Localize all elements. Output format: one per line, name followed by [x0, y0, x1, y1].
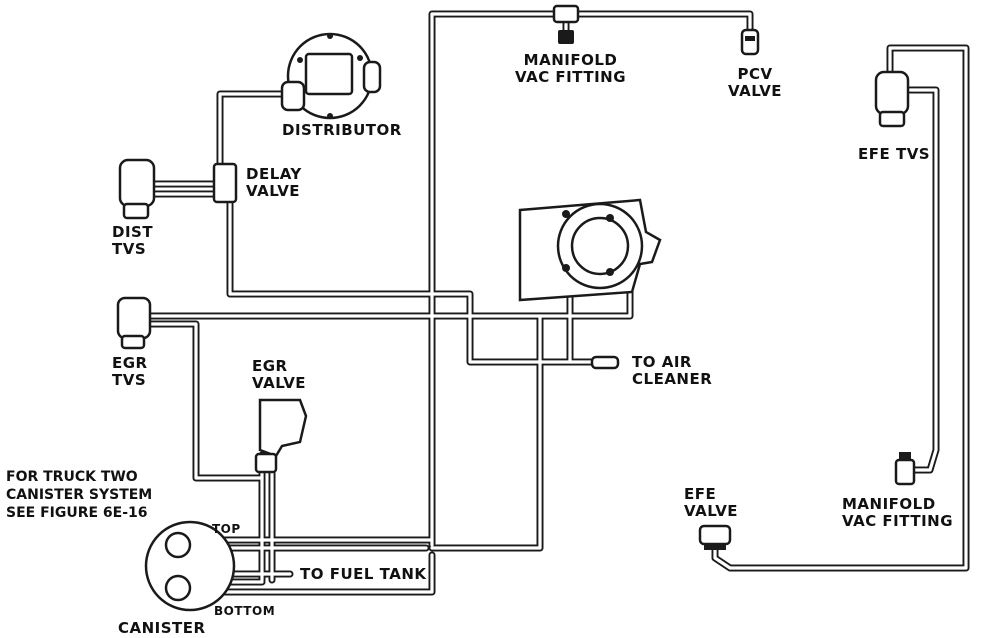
- canister-part: [144, 520, 236, 612]
- hose-main-vertical-inner: [430, 12, 752, 547]
- distributor-part: [280, 32, 382, 120]
- air-cleaner-nozzle: [590, 355, 620, 370]
- label-top: TOP: [212, 522, 241, 536]
- egr-valve-part: [254, 398, 308, 474]
- label-to-fuel-tank: TO FUEL TANK: [300, 565, 427, 583]
- manifold-vac-fitting-top-part: [552, 4, 580, 44]
- label-manifold-vac-fitting-top: MANIFOLD VAC FITTING: [515, 51, 627, 86]
- hose-carb-down: [428, 312, 544, 552]
- label-distributor: DISTRIBUTOR: [282, 121, 402, 139]
- delay-valve-part: [212, 162, 238, 204]
- dist-tvs-part: [118, 158, 156, 220]
- carburetor-part: [518, 198, 662, 302]
- hose-distributor-inner: [218, 92, 294, 172]
- hose-canister-bottom-inner: [188, 553, 434, 594]
- label-efe-valve: EFE VALVE: [684, 485, 739, 520]
- hose-delay-to-carb-inner: [228, 182, 602, 364]
- pcv-valve-part: [740, 28, 760, 56]
- label-bottom: BOTTOM: [214, 604, 276, 618]
- hose-egr-tvs-to-carb-inner: [148, 288, 632, 318]
- label-pcv-valve: PCV VALVE: [728, 65, 783, 100]
- label-egr-valve: EGR VALVE: [252, 357, 307, 392]
- hose-carb-down-inner: [430, 314, 542, 550]
- hose-right-efe-loop-inner: [713, 46, 968, 570]
- label-efe-tvs: EFE TVS: [858, 145, 931, 163]
- hose-egr-tvs-lower: [146, 320, 266, 482]
- label-delay-valve: DELAY VALVE: [246, 165, 302, 200]
- label-egr-tvs: EGR TVS: [112, 354, 148, 389]
- hose-efe-tvs-side-inner: [908, 88, 938, 472]
- label-dist-tvs: DIST TVS: [112, 223, 154, 258]
- hose-egr-tvs-lower-inner: [148, 322, 264, 480]
- efe-valve-part: [698, 524, 732, 550]
- label-manifold-vac-fitting-right: MANIFOLD VAC FITTING: [842, 495, 954, 530]
- label-to-air-cleaner: TO AIR CLEANER: [632, 353, 713, 388]
- label-canister: CANISTER: [118, 619, 206, 637]
- egr-tvs-part: [116, 296, 152, 350]
- manifold-vac-fitting-right-part: [894, 452, 916, 486]
- label-note: FOR TRUCK TWO CANISTER SYSTEM SEE FIGURE…: [6, 469, 153, 521]
- efe-tvs-part: [874, 70, 910, 128]
- hose-right-efe-loop: [711, 44, 970, 572]
